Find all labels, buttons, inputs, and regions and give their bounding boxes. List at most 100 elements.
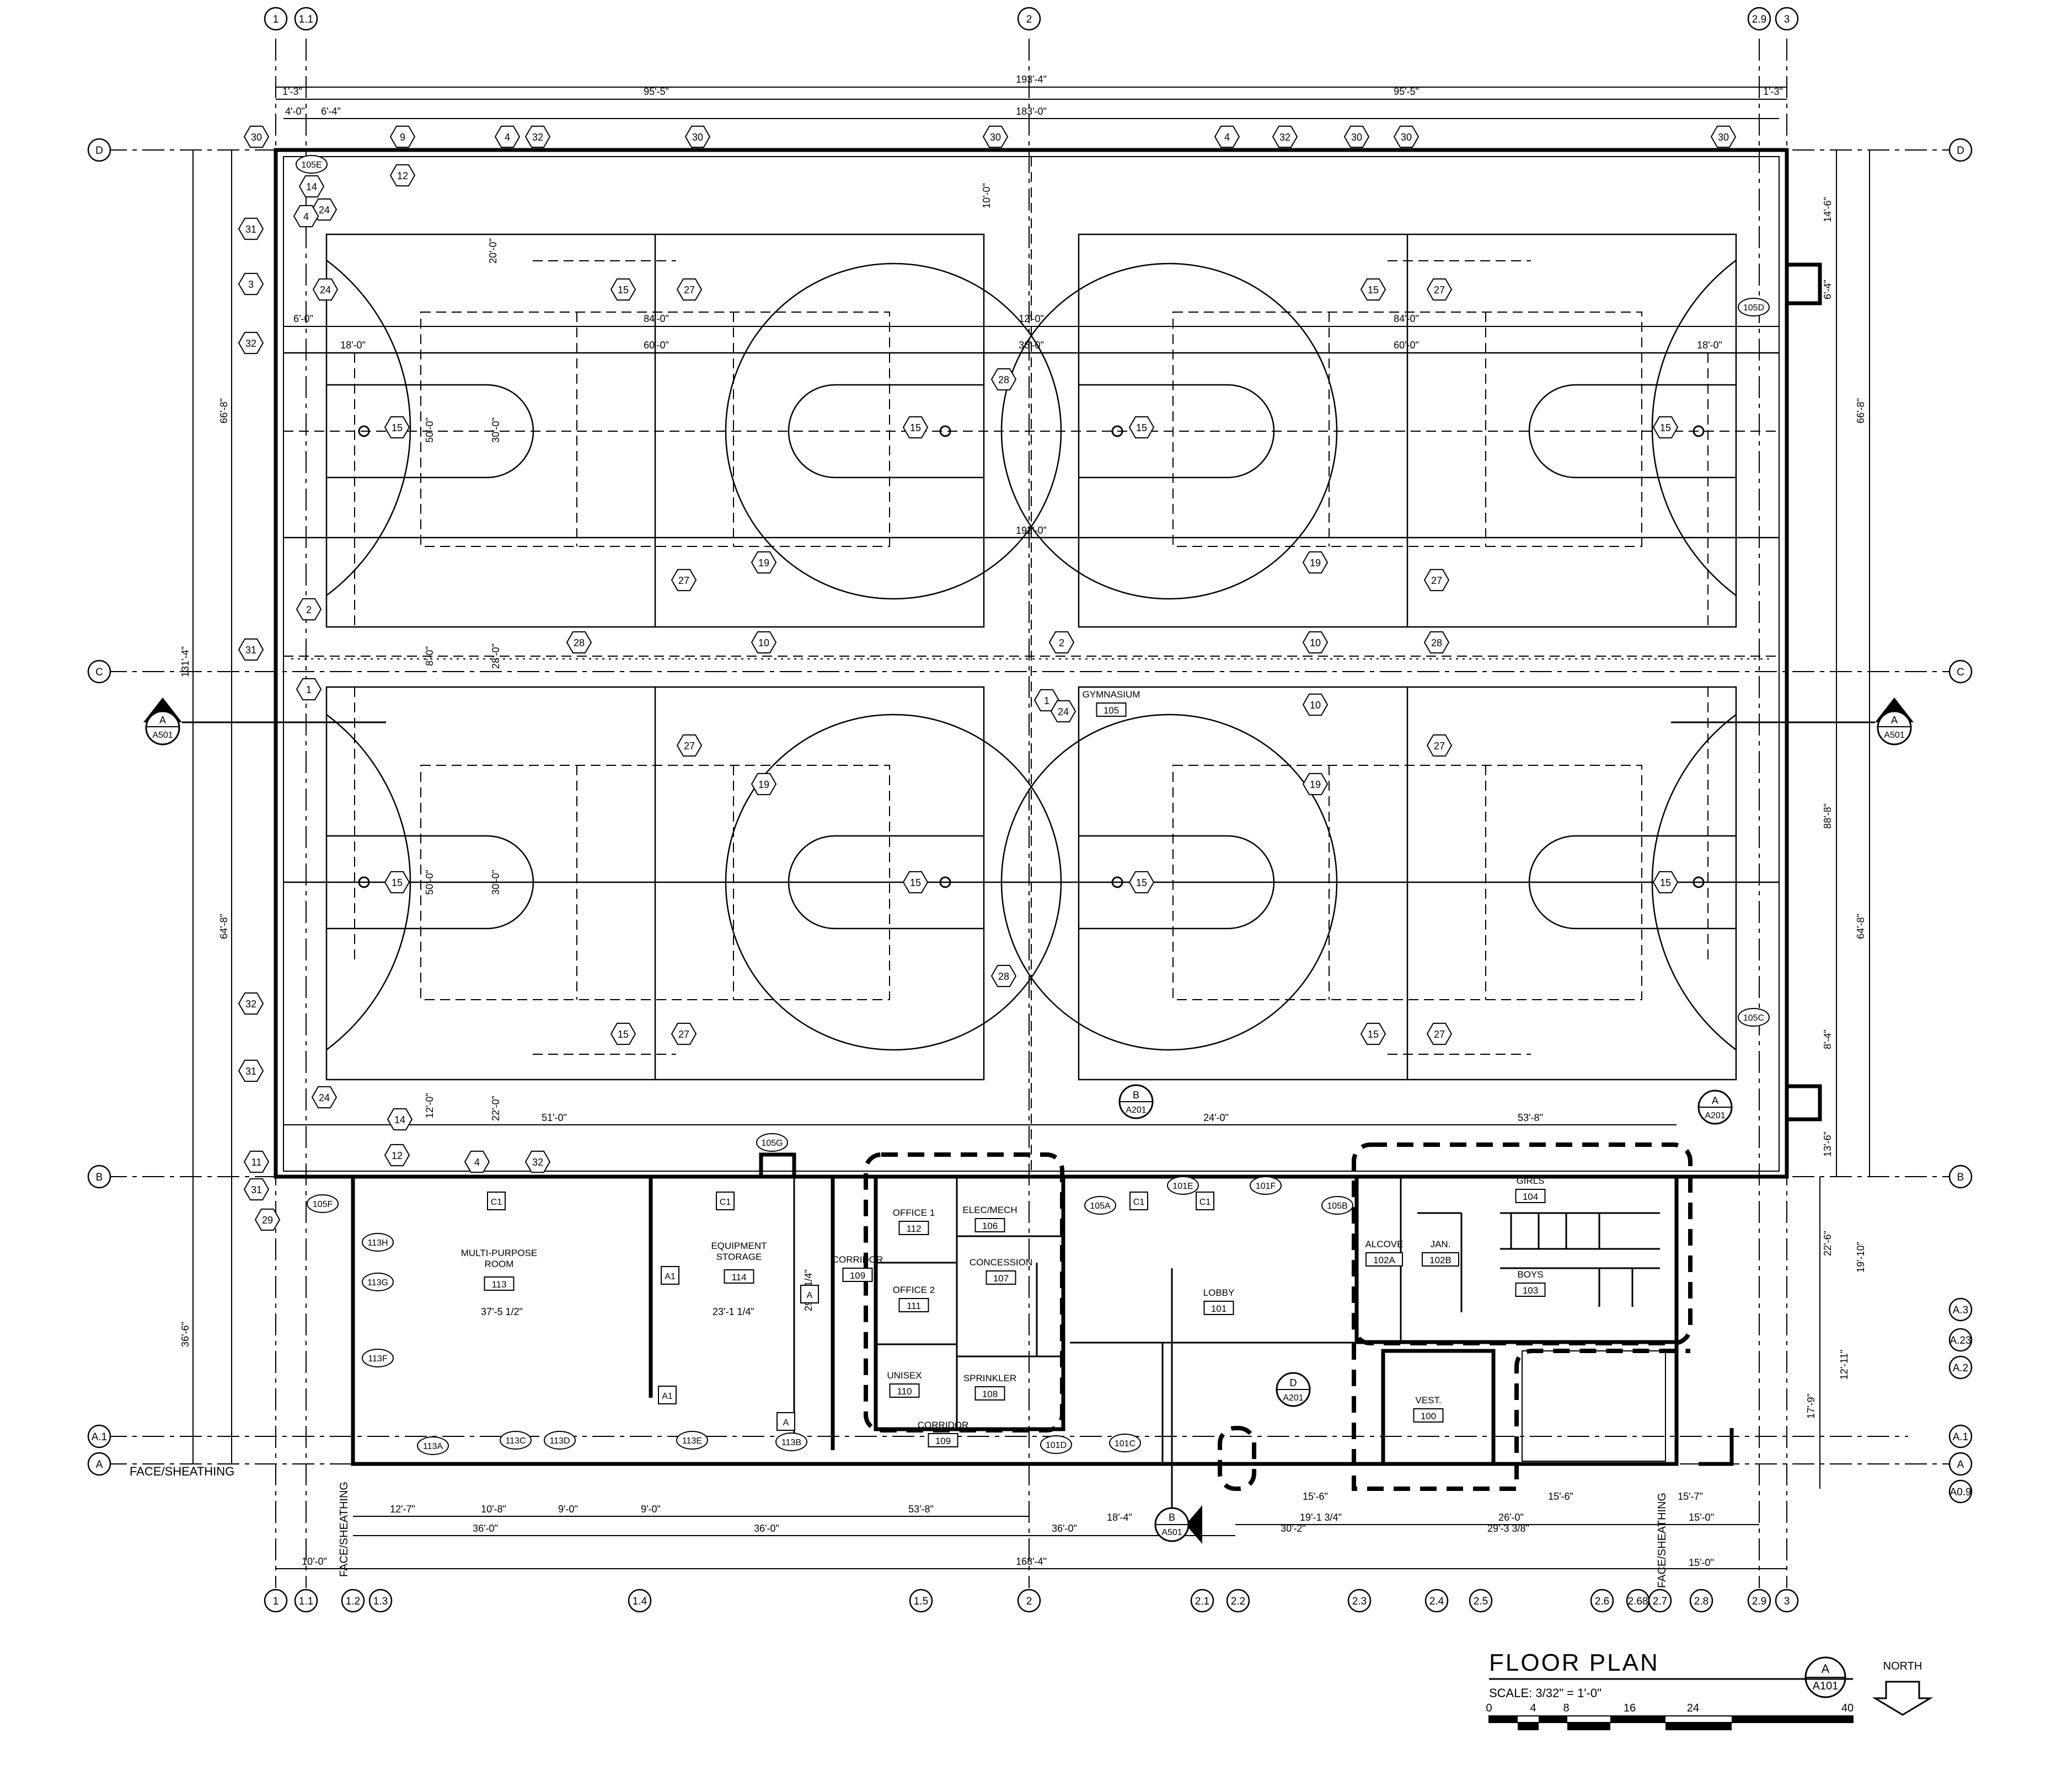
- keynote-tag: 27: [676, 278, 703, 301]
- keynote-tag: 15: [1360, 278, 1386, 301]
- door-tag: 105D: [1738, 298, 1770, 316]
- door-tag: 113H: [362, 1233, 394, 1252]
- grid-bubble-right-5-label: A.2: [1953, 1362, 1969, 1374]
- keynote-number: 15: [1368, 285, 1379, 296]
- room-name: OFFICE 1: [893, 1208, 935, 1218]
- grid-bubble-top-4: 3: [1775, 7, 1799, 31]
- grid-bubble-right-6-label: A.1: [1953, 1431, 1969, 1443]
- door-tag: 113C: [500, 1431, 532, 1450]
- room-name: EQUIPMENT: [711, 1241, 767, 1251]
- door-tag: 101E: [1167, 1176, 1199, 1195]
- room-name: CONCESSION: [970, 1257, 1032, 1268]
- keynote-tag: 30: [243, 125, 270, 148]
- wall-type-tag: C1: [487, 1192, 506, 1210]
- title-block: FLOOR PLAN SCALE: 3/32" = 1'-0" A A101 N…: [1486, 1649, 1934, 1730]
- keynote-number: 19: [1310, 779, 1321, 790]
- keynote-number: 27: [678, 1029, 689, 1040]
- keynote-tag: 28: [990, 368, 1017, 391]
- elevation-a-marker: A A201: [1697, 1090, 1733, 1125]
- keynote-number: 10: [1310, 637, 1321, 648]
- dimension-text: 9'-0": [641, 1504, 661, 1515]
- dimension-text: 1'-3": [282, 86, 302, 97]
- dimension-text: 36'-0": [1019, 340, 1044, 351]
- dimension-text: 20'-0": [488, 238, 499, 264]
- keynote-number: 24: [319, 205, 330, 216]
- dimension-text: 15'-0": [1689, 1557, 1714, 1568]
- keynote-number: 30: [1351, 132, 1362, 143]
- keynote-number: 30: [692, 132, 703, 143]
- door-tag-label: 105B: [1327, 1201, 1347, 1211]
- keynote-tag: 15: [1360, 1022, 1386, 1045]
- grid-bubble-left-2: B: [87, 1165, 111, 1189]
- svg-text:A201: A201: [1283, 1393, 1303, 1403]
- dimension-text: 88'-8": [1822, 803, 1833, 829]
- svg-text:0: 0: [1486, 1702, 1492, 1714]
- keynote-tag: 30: [1710, 125, 1737, 148]
- room-label: GYMNASIUM 105: [1083, 689, 1140, 717]
- dimension-text: 66'-8": [1855, 398, 1866, 423]
- dimension-text: 6'-0": [293, 313, 313, 324]
- door-tag-label: 105F: [313, 1200, 333, 1209]
- room-number: 111: [907, 1301, 921, 1311]
- keynote-tag: 29: [254, 1208, 281, 1231]
- basketball-courts: [283, 157, 1779, 1171]
- dimension-text: 36'-0": [473, 1523, 498, 1534]
- dimension-text: 51'-0": [542, 1112, 567, 1123]
- grid-bubble-right-2: B: [1948, 1165, 1973, 1189]
- room-number: 106: [982, 1221, 998, 1231]
- door-tag-label: 105E: [301, 160, 322, 170]
- keynote-tag: 2: [1048, 631, 1075, 654]
- door-tag: 113D: [544, 1431, 576, 1450]
- room-number: 103: [1523, 1285, 1538, 1296]
- dimension-text: 10'-0": [302, 1556, 327, 1567]
- dimension-text: 64'-8": [1855, 914, 1866, 939]
- grid-bubble-bottom-5: 1.5: [909, 1589, 933, 1613]
- door-tag-label: 101E: [1172, 1182, 1193, 1191]
- keynote-tag: 14: [298, 175, 325, 198]
- keynote-tag: 1: [296, 678, 322, 701]
- grid-bubble-top-3-label: 2.9: [1752, 14, 1766, 25]
- keynote-tag: 15: [610, 278, 636, 301]
- door-tag-label: 113F: [368, 1354, 388, 1364]
- dimension-text: 15'-6": [1548, 1491, 1573, 1502]
- room-name: LOBBY: [1203, 1287, 1235, 1298]
- room-name: ALCOVE: [1365, 1239, 1404, 1249]
- keynote-number: 30: [1401, 132, 1412, 143]
- room-number: 101: [1211, 1303, 1227, 1314]
- dimension-text: 28'-0": [490, 643, 501, 669]
- keynote-tag: 15: [384, 871, 410, 894]
- grid-bubble-top-2-label: 2: [1026, 14, 1032, 25]
- door-tag: 105A: [1084, 1196, 1116, 1215]
- dimension-text: 84'-0": [644, 313, 669, 324]
- keynote-tag: 4: [1214, 125, 1240, 148]
- keynote-number: 1: [1044, 695, 1049, 706]
- room-number: 109: [850, 1270, 865, 1281]
- grid-bubble-bottom-13: 2.68: [1626, 1589, 1650, 1613]
- door-tag-label: 113B: [781, 1438, 801, 1447]
- dimension-text: 23'-1 1/4": [713, 1306, 754, 1317]
- keynote-tag: 32: [238, 331, 264, 355]
- wall-type-label: A1: [665, 1272, 676, 1281]
- keynote-number: 4: [505, 132, 510, 143]
- room-number: 105: [1104, 705, 1119, 716]
- door-tag-label: 105A: [1090, 1201, 1111, 1211]
- keynote-number: 15: [618, 285, 629, 296]
- grid-bubble-bottom-1-label: 1.1: [299, 1596, 313, 1607]
- plan-scale: SCALE: 3/32" = 1'-0": [1489, 1686, 1602, 1700]
- dimension-text: 53'-8": [1518, 1112, 1543, 1123]
- face-sheathing-vertical-left: FACE/SHEATHING: [338, 1482, 350, 1577]
- grid-bubble-left-4-label: A: [96, 1459, 103, 1471]
- grid-bubble-right-6: A.1: [1948, 1424, 1973, 1448]
- grid-bubble-left-1-label: C: [95, 667, 103, 678]
- keynote-tag: 30: [982, 125, 1009, 148]
- keynote-tag: 4: [494, 125, 521, 148]
- grid-bubble-right-4: A.23: [1948, 1328, 1973, 1352]
- keynote-tag: 24: [1050, 700, 1076, 723]
- keynote-number: 19: [1310, 557, 1321, 568]
- dimension-texts: 193'-4"95'-5"95'-5"183'-0"1'-3"1'-3"4'-0…: [180, 74, 1866, 1568]
- room-name: GYMNASIUM: [1083, 689, 1140, 700]
